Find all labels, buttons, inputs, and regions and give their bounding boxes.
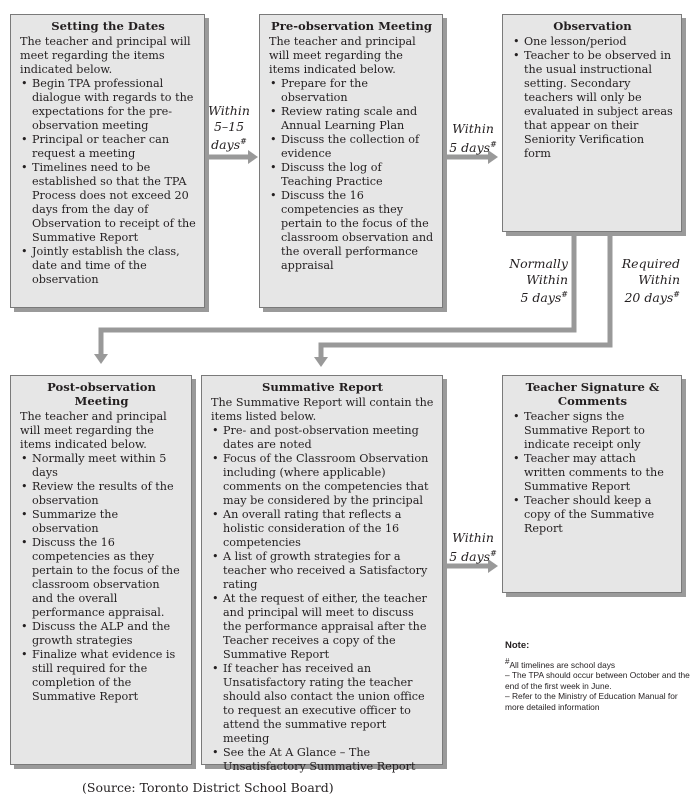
arrow-observation-to-postobs [98, 232, 577, 355]
note-line: #All timelines are school days [505, 657, 616, 670]
note-line: – The TPA should occur between October a… [505, 670, 690, 691]
box-post-observation-meeting: Post-observation Meeting The teacher and… [10, 375, 192, 765]
label-line: Within [526, 271, 568, 287]
label-line: 5–15 [213, 118, 245, 134]
note-title: Note: [505, 640, 530, 651]
list-item: Teacher should keep a copy of the Summat… [513, 494, 673, 536]
list-item: Teacher to be observed in the usual inst… [513, 49, 673, 161]
box-title: Pre-observation Meeting [271, 19, 432, 33]
label-line: 20 days# [624, 290, 680, 306]
box-intro: The teacher and principal will meet rega… [20, 410, 167, 451]
label-line: days# [211, 137, 247, 153]
box-list: Begin TPA professional dialogue with reg… [20, 77, 196, 287]
label-line: 5 days# [449, 139, 497, 155]
note-block: Note: #All timelines are school days – T… [505, 640, 695, 712]
arrow-label-observation-to-postobs: Normally Within 5 days# [508, 256, 568, 306]
box-list: Prepare for the observation Review ratin… [269, 77, 434, 273]
arrow-label-summative-to-signature: Within 5 days# [445, 530, 501, 564]
list-item: Discuss the 16 competencies as they pert… [270, 189, 434, 273]
box-title: Observation [553, 19, 632, 33]
list-item: Finalize what evidence is still required… [21, 648, 183, 704]
box-teacher-signature: Teacher Signature & Comments Teacher sig… [502, 375, 682, 593]
box-intro: The teacher and principal will meet rega… [20, 35, 191, 76]
label-line: 5 days# [520, 290, 568, 306]
arrow-observation-to-summative [318, 232, 613, 358]
list-item: Pre- and post-observation meeting dates … [212, 424, 434, 452]
list-item: Discuss the ALP and the growth strategie… [21, 620, 183, 648]
label-line: Within [208, 103, 250, 118]
box-title: Teacher Signature & Comments [525, 380, 660, 408]
list-item: Summarize the observation [21, 508, 183, 536]
note-line: – Refer to the Ministry of Education Man… [505, 691, 678, 712]
box-list: Teacher signs the Summative Report to in… [512, 410, 673, 536]
label-line: Within [452, 530, 494, 545]
box-title: Setting the Dates [51, 19, 165, 33]
label-line: Normally [509, 256, 568, 271]
list-item: Timelines need to be established so that… [21, 161, 196, 245]
box-setting-the-dates: Setting the Dates The teacher and princi… [10, 14, 205, 308]
list-item: Discuss the log of Teaching Practice [270, 161, 434, 189]
list-item: If teacher has received an Unsatisfactor… [212, 662, 434, 746]
list-item: Discuss the collection of evidence [270, 133, 434, 161]
box-intro: The Summative Report will contain the it… [211, 396, 434, 423]
list-item: Normally meet within 5 days [21, 452, 183, 480]
list-item: Jointly establish the class, date and ti… [21, 245, 196, 287]
label-line: 5 days# [449, 548, 497, 564]
list-item: At the request of either, the teacher an… [212, 592, 434, 662]
list-item: See the At A Glance – The Unsatisfactory… [212, 746, 434, 774]
list-item: Prepare for the observation [270, 77, 434, 105]
box-intro: The teacher and principal will meet rega… [269, 35, 416, 76]
arrow-label-dates-to-preobs: Within 5–15 days# [205, 103, 253, 153]
list-item: Begin TPA professional dialogue with reg… [21, 77, 196, 133]
list-item: Focus of the Classroom Observation inclu… [212, 452, 434, 508]
box-list: Normally meet within 5 days Review the r… [20, 452, 183, 704]
arrow-label-preobs-to-observation: Within 5 days# [445, 121, 501, 155]
box-list: Pre- and post-observation meeting dates … [211, 424, 434, 774]
list-item: Principal or teacher can request a meeti… [21, 133, 196, 161]
box-list: One lesson/period Teacher to be observed… [512, 35, 673, 161]
list-item: An overall rating that reflects a holist… [212, 508, 434, 550]
list-item: Teacher signs the Summative Report to in… [513, 410, 673, 452]
list-item: Review the results of the observation [21, 480, 183, 508]
arrow-label-observation-to-summative: Required Within 20 days# [620, 256, 680, 306]
source-caption: (Source: Toronto District School Board) [82, 780, 334, 795]
list-item: Teacher may attach written comments to t… [513, 452, 673, 494]
list-item: One lesson/period [513, 35, 673, 49]
box-pre-observation-meeting: Pre-observation Meeting The teacher and … [259, 14, 443, 308]
list-item: Discuss the 16 competencies as they pert… [21, 536, 183, 620]
label-line: Within [452, 121, 494, 136]
label-line: Required [621, 256, 680, 271]
box-observation: Observation One lesson/period Teacher to… [502, 14, 682, 232]
box-title: Summative Report [261, 380, 384, 394]
box-title: Post-observation Meeting [47, 380, 156, 408]
list-item: Review rating scale and Annual Learning … [270, 105, 434, 133]
label-line: Within [638, 271, 680, 287]
list-item: A list of growth strategies for a teache… [212, 550, 434, 592]
box-summative-report: Summative Report The Summative Report wi… [201, 375, 443, 773]
